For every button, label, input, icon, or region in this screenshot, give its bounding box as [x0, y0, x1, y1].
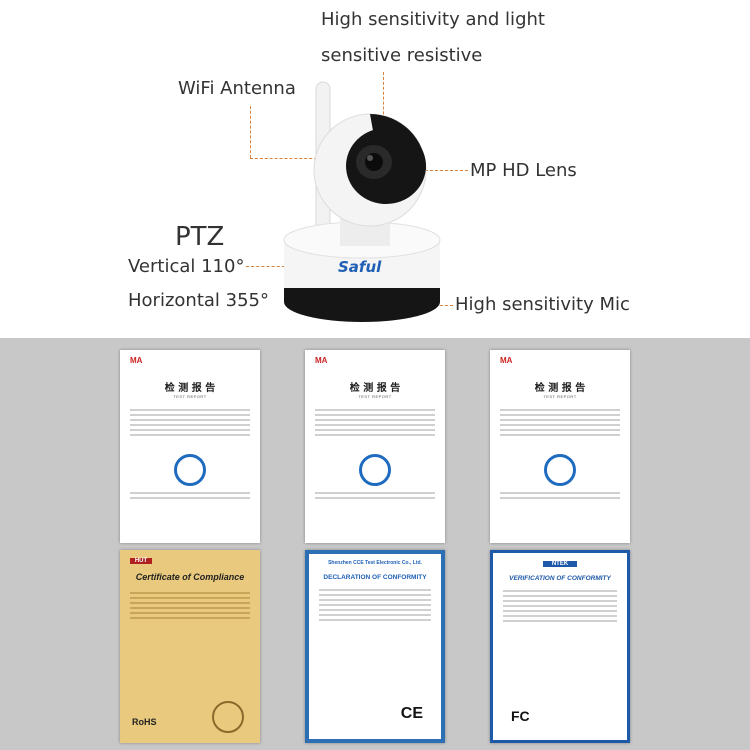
test-report-2: MA 检 测 报 告 TEST REPORT: [305, 350, 445, 543]
report-subtitle: TEST REPORT: [358, 394, 392, 399]
compliance-title: Certificate of Compliance: [135, 572, 245, 582]
certificate-verification: NTEK VERIFICATION OF CONFORMITY FC: [490, 550, 630, 743]
ptz-leader-line: [246, 266, 290, 267]
seal-icon: [544, 454, 576, 486]
ntek-logo: NTEK: [543, 561, 577, 567]
wifi-antenna-label: WiFi Antenna: [178, 78, 296, 99]
report-subtitle: TEST REPORT: [543, 394, 577, 399]
sensor-leader-line: [383, 72, 384, 144]
wifi-leader-vertical: [250, 106, 251, 158]
verification-title: VERIFICATION OF CONFORMITY: [509, 575, 611, 582]
certificate-declaration: Shenzhen CCE Test Electronic Co., Ltd. D…: [305, 550, 445, 743]
ce-mark: CE: [400, 705, 423, 722]
declaration-title: DECLARATION OF CONFORMITY: [323, 574, 427, 581]
lens-leader-line: [395, 170, 468, 171]
ma-logo-icon: MA: [315, 356, 328, 365]
ptz-label: PTZ: [175, 222, 225, 252]
hut-badge: HUT: [130, 558, 152, 564]
report-title: 检 测 报 告: [164, 383, 216, 394]
fc-mark: FC: [511, 708, 530, 724]
rohs-mark: RoHS: [132, 717, 157, 727]
ma-logo-icon: MA: [130, 356, 143, 365]
ma-logo-icon: MA: [500, 356, 513, 365]
wifi-leader-horizontal: [250, 158, 322, 159]
certificates-section: MA 检 测 报 告 TEST REPORT MA 检 测 报 告 TEST R…: [0, 338, 750, 750]
vertical-label: Vertical 110°: [128, 256, 245, 277]
test-report-1: MA 检 测 报 告 TEST REPORT: [120, 350, 260, 543]
sensor-label-line2: sensitive resistive: [321, 45, 483, 66]
seal-icon: [359, 454, 391, 486]
product-section: High sensitivity and light sensitive res…: [0, 0, 750, 338]
certificate-compliance: HUT Certificate of Compliance RoHS: [120, 550, 260, 743]
sensor-label-line1: High sensitivity and light: [321, 9, 545, 30]
report-title: 检 测 报 告: [349, 383, 401, 394]
report-title: 检 测 报 告: [534, 383, 586, 394]
seal-icon: [174, 454, 206, 486]
horizontal-label: Horizontal 355°: [128, 290, 269, 311]
mic-label: High sensitivity Mic: [455, 294, 630, 315]
camera-image: [283, 81, 441, 322]
test-report-3: MA 检 测 报 告 TEST REPORT: [490, 350, 630, 543]
lens-label: MP HD Lens: [470, 160, 577, 181]
report-subtitle: TEST REPORT: [173, 394, 207, 399]
stamp-icon: [212, 701, 244, 733]
cce-header: Shenzhen CCE Test Electronic Co., Ltd.: [328, 560, 422, 566]
brand-logo: Saful: [338, 258, 382, 276]
